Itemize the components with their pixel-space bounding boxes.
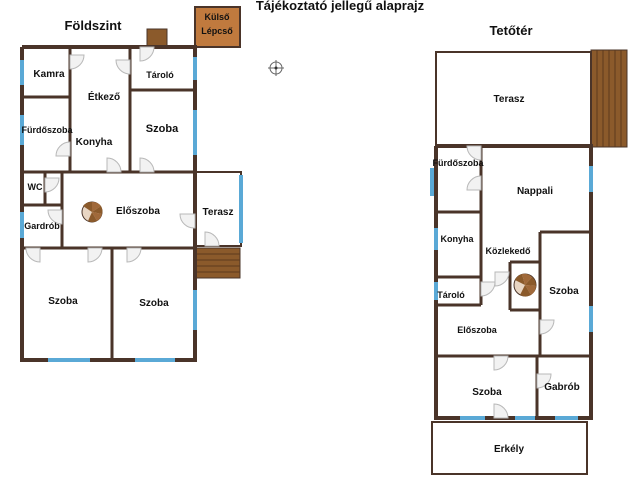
ground-floor-heading: Földszint [64, 18, 122, 33]
attic-room-furdoszoba: Fürdőszoba [433, 158, 485, 168]
room-tarolo: Tároló [146, 70, 174, 80]
top-step [146, 28, 168, 47]
ground-windows [20, 57, 243, 362]
attic-deck [590, 49, 628, 148]
room-furdoszoba: Fürdőszoba [22, 125, 74, 135]
room-wc: WC [28, 182, 43, 192]
ground-floor: Földszint Külső Lépcső [20, 6, 284, 362]
terasz-stairs [195, 247, 241, 279]
erkely-outline [431, 421, 588, 475]
room-etkezo: Étkező [88, 90, 120, 103]
attic-room-kozlekedo: Közlekedő [485, 246, 531, 256]
attic-floor: Tetőtér [430, 23, 628, 475]
room-konyha: Konyha [76, 137, 113, 148]
ground-outer-walls [20, 45, 197, 362]
attic-heading: Tetőtér [489, 23, 532, 38]
room-kamra: Kamra [33, 69, 65, 80]
attic-room-szoba-bottom: Szoba [472, 387, 502, 398]
attic-room-tarolo: Tároló [437, 290, 465, 300]
attic-windows [430, 166, 593, 420]
attic-spiral-stair [513, 273, 537, 297]
room-szoba-right: Szoba [146, 123, 179, 135]
attic-inner-walls [436, 146, 591, 418]
room-gardrob: Gardrób [24, 221, 60, 231]
outside-stairs-label-2: Lépcső [201, 26, 233, 36]
room-szoba-bottom-left: Szoba [48, 296, 78, 307]
outside-stairs [194, 6, 241, 48]
plan-title: Tájékoztató jellegű alaprajz [256, 0, 425, 13]
attic-room-szoba-right: Szoba [549, 286, 579, 297]
attic-room-terasz: Terasz [494, 94, 525, 105]
room-terasz: Terasz [203, 207, 234, 218]
attic-room-eloszoba: Előszoba [457, 325, 498, 335]
attic-room-nappali: Nappali [517, 186, 553, 197]
attic-doors [466, 145, 555, 419]
attic-room-konyha: Konyha [440, 234, 474, 244]
room-szoba-bottom-right: Szoba [139, 298, 169, 309]
attic-outer-walls [434, 144, 593, 420]
attic-room-gabrob: Gabrób [544, 382, 580, 393]
room-eloszoba: Előszoba [116, 206, 160, 217]
ground-spiral-stair [81, 201, 103, 223]
attic-room-erkely: Erkély [494, 444, 524, 455]
outside-stairs-label-1: Külső [204, 12, 230, 22]
ground-doors [25, 46, 220, 263]
compass-icon [268, 60, 284, 76]
